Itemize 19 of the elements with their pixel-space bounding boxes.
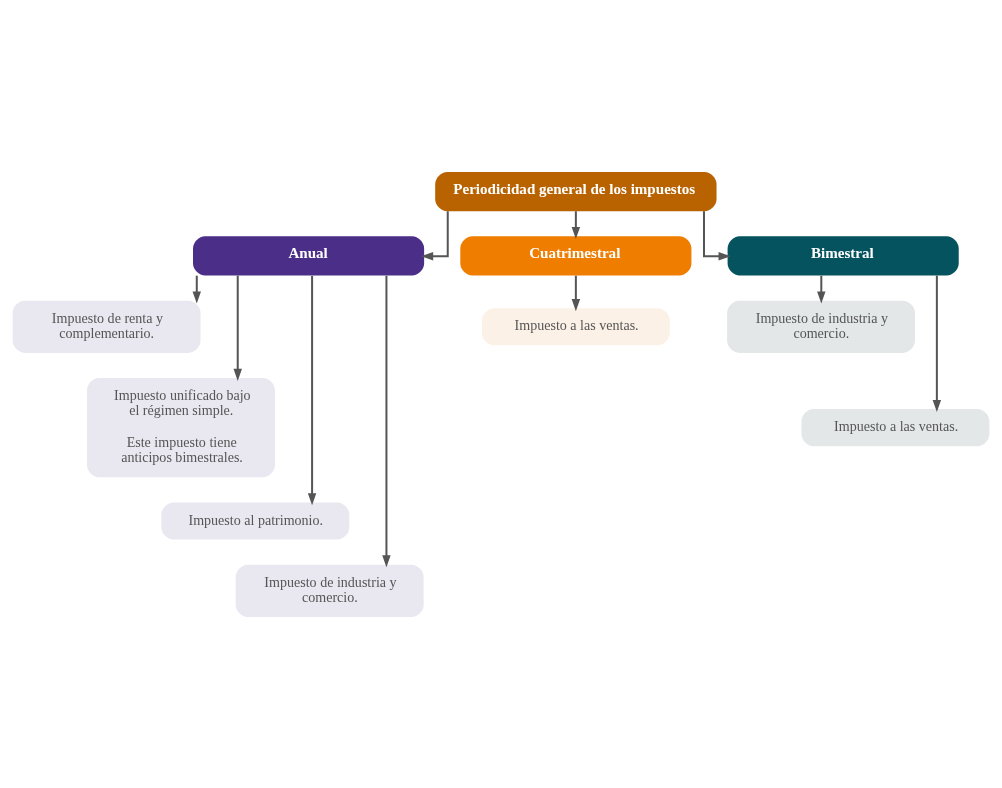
node-box: Impuesto unificado bajo el régimen simple. Este impuesto tiene anticipos bimestrales. <box>87 377 275 477</box>
arrow <box>932 275 942 412</box>
arrow <box>571 275 581 311</box>
arrow <box>307 275 317 505</box>
arrow <box>382 275 391 567</box>
node-box: Bimestral <box>727 235 959 275</box>
arrow <box>421 210 449 260</box>
node-box: Impuesto a las ventas. <box>801 408 990 446</box>
arrow <box>703 210 731 260</box>
arrow <box>571 210 581 239</box>
node-box: Impuesto al patrimonio. <box>161 501 350 540</box>
node-box: Impuesto de industria y comercio. <box>727 300 915 353</box>
arrow <box>233 275 242 381</box>
node-box: Anual <box>193 235 425 275</box>
node-box: Periodicidad general de los impuestos <box>435 171 717 211</box>
node-box: Impuesto a las ventas. <box>481 307 670 345</box>
node-box: Impuesto de industria y comercio. <box>235 564 424 617</box>
node-box: Impuesto de renta y complementario. <box>12 300 201 353</box>
node-box: Cuatrimestral <box>460 235 692 275</box>
